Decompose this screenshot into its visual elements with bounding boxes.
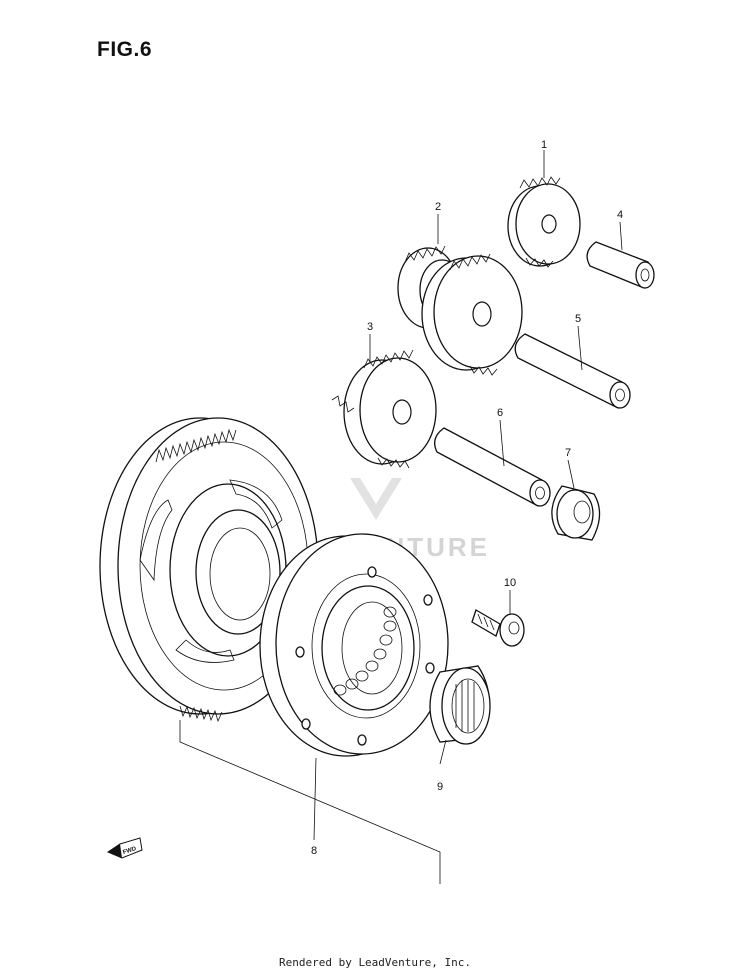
callout-7: 7 xyxy=(565,447,571,459)
footer-credit: Rendered by LeadVenture, Inc. xyxy=(278,956,472,969)
callout-6: 6 xyxy=(497,407,503,419)
callout-2: 2 xyxy=(435,201,441,213)
part-6-shaft[interactable] xyxy=(434,427,551,507)
part-callouts: 1 2 3 4 5 6 7 8 9 10 xyxy=(311,139,623,857)
forward-arrow-label: FWD xyxy=(122,846,137,856)
part-3-gear[interactable] xyxy=(331,349,437,469)
part-4-shaft[interactable] xyxy=(586,241,655,289)
part-8-one-way-clutch[interactable] xyxy=(259,533,449,757)
part-1-gear[interactable] xyxy=(507,176,581,268)
part-7-spacer[interactable] xyxy=(551,485,601,541)
part-10-bolt[interactable] xyxy=(471,609,525,647)
callout-9: 9 xyxy=(437,781,443,793)
figure-title: FIG.6 xyxy=(97,38,153,61)
leader-lines xyxy=(179,150,623,884)
part-2-double-gear[interactable] xyxy=(397,245,523,376)
callout-3: 3 xyxy=(367,321,373,333)
callout-4: 4 xyxy=(617,209,623,221)
part-5-shaft[interactable] xyxy=(514,333,631,409)
part-8-starter-gear[interactable] xyxy=(99,417,319,723)
callout-5: 5 xyxy=(575,313,581,325)
forward-arrow-icon: FWD xyxy=(106,837,143,859)
part-9-bearing[interactable] xyxy=(429,665,491,745)
callout-8: 8 xyxy=(311,845,317,857)
callout-10: 10 xyxy=(504,577,516,589)
callout-1: 1 xyxy=(541,139,547,151)
